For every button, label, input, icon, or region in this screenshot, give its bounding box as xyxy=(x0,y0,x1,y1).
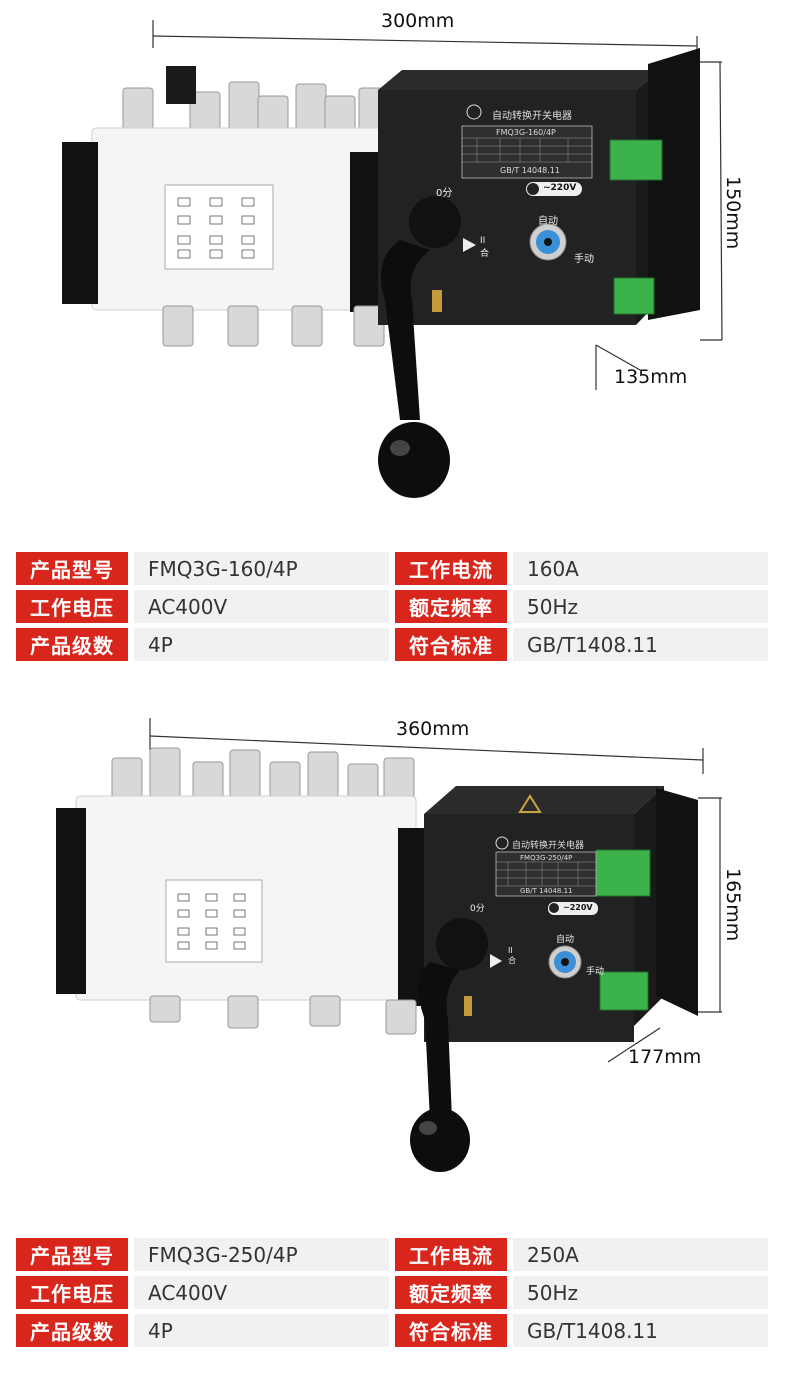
spec-label: 产品型号 xyxy=(16,552,128,585)
panel-title: 自动转换开关电器 xyxy=(492,111,572,122)
spec-label: 产品级数 xyxy=(16,628,128,661)
position-on-label: II合 xyxy=(508,946,516,965)
position-on-label: II合 xyxy=(480,236,490,259)
spec-row: 产品级数 4P 符合标准 GB/T1408.11 xyxy=(16,628,774,661)
spec-table-2: 产品型号 FMQ3G-250/4P 工作电流 250A 工作电压 AC400V … xyxy=(16,1238,774,1352)
spec-value: 50Hz xyxy=(513,1276,768,1309)
position-off-label: 0分 xyxy=(436,188,453,199)
spec-label: 工作电压 xyxy=(16,590,128,623)
spec-value: FMQ3G-250/4P xyxy=(134,1238,389,1271)
spec-value: AC400V xyxy=(134,1276,389,1309)
auto-label: 自动 xyxy=(556,935,575,945)
product-section-2: 360mm xyxy=(0,700,790,1375)
panel-standard: GB/T 14048.11 xyxy=(500,166,560,175)
product-section-1: 300mm xyxy=(16,10,774,666)
spec-value: 50Hz xyxy=(513,590,768,623)
spec-value: 250A xyxy=(513,1238,768,1271)
auto-label: 自动 xyxy=(538,216,558,227)
spec-label: 产品型号 xyxy=(16,1238,128,1271)
spec-table-1: 产品型号 FMQ3G-160/4P 工作电流 160A 工作电压 AC400V … xyxy=(16,552,774,666)
voltage-badge: ~220V xyxy=(543,183,577,193)
depth-dimension: 135mm xyxy=(614,366,688,388)
spec-label: 产品级数 xyxy=(16,1314,128,1347)
voltage-badge: ~220V xyxy=(563,903,593,912)
spec-row: 工作电压 AC400V 额定频率 50Hz xyxy=(16,1276,774,1309)
width-dimension: 300mm xyxy=(381,10,455,32)
panel-title: 自动转换开关电器 xyxy=(512,841,585,851)
spec-row: 产品型号 FMQ3G-250/4P 工作电流 250A xyxy=(16,1238,774,1271)
spec-value: 4P xyxy=(134,628,389,661)
spec-value: GB/T1408.11 xyxy=(513,628,768,661)
panel-model: FMQ3G-160/4P xyxy=(496,128,556,137)
width-dimension-line xyxy=(149,718,704,774)
spec-row: 产品级数 4P 符合标准 GB/T1408.11 xyxy=(16,1314,774,1347)
spec-value: 4P xyxy=(134,1314,389,1347)
spec-value: AC400V xyxy=(134,590,389,623)
spec-value: 160A xyxy=(513,552,768,585)
spec-label: 符合标准 xyxy=(395,1314,507,1347)
panel-model: FMQ3G-250/4P xyxy=(520,854,573,862)
spec-label: 工作电流 xyxy=(395,1238,507,1271)
product-image xyxy=(62,48,723,498)
spec-value: GB/T1408.11 xyxy=(513,1314,768,1347)
spec-value: FMQ3G-160/4P xyxy=(134,552,389,585)
height-dimension: 150mm xyxy=(722,176,744,250)
spec-label: 符合标准 xyxy=(395,628,507,661)
height-dimension: 165mm xyxy=(722,868,744,942)
width-dimension: 360mm xyxy=(396,718,470,740)
manual-label: 手动 xyxy=(574,254,594,265)
spec-row: 工作电压 AC400V 额定频率 50Hz xyxy=(16,590,774,623)
panel-standard: GB/T 14048.11 xyxy=(520,887,573,895)
depth-dimension: 177mm xyxy=(628,1046,702,1068)
position-off-label: 0分 xyxy=(470,904,485,914)
spec-label: 工作电压 xyxy=(16,1276,128,1309)
product-image xyxy=(56,747,722,1172)
manual-label: 手动 xyxy=(586,967,605,977)
spec-label: 额定频率 xyxy=(395,590,507,623)
spec-label: 工作电流 xyxy=(395,552,507,585)
spec-label: 额定频率 xyxy=(395,1276,507,1309)
spec-row: 产品型号 FMQ3G-160/4P 工作电流 160A xyxy=(16,552,774,585)
